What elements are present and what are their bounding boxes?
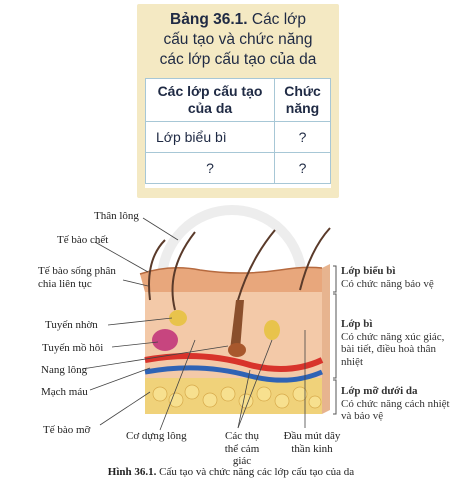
- label-hair-follicle: Nang lông: [41, 364, 88, 376]
- table-cell: ?: [145, 152, 275, 184]
- table-row: ? ?: [145, 152, 331, 184]
- leader-lines: [81, 217, 306, 431]
- label-fat-cells: Tế bào mỡ: [43, 424, 91, 436]
- table-header-function: Chức năng: [274, 78, 331, 122]
- layer-dermis: Lớp bì Có chức năng xúc giác, bài tiết, …: [341, 318, 456, 368]
- info-panel: Bảng 36.1. Các lớp cấu tạo và chức năng …: [137, 4, 339, 198]
- skin-block-side: [322, 264, 330, 414]
- table-row: Lớp biểu bì ?: [145, 121, 331, 153]
- epidermis-layer: [140, 267, 322, 292]
- layer-dermis-desc: Có chức năng xúc giác, bài tiết, điều ho…: [341, 330, 445, 368]
- table-cell: Lớp biểu bì: [145, 121, 275, 153]
- layer-dermis-name: Lớp bì: [341, 318, 373, 330]
- receptor: [264, 320, 280, 340]
- layer-epidermis-name: Lớp biểu bì: [341, 265, 396, 277]
- table-cell: ?: [274, 152, 331, 184]
- sebaceous-gland: [169, 310, 187, 326]
- panel-title-line2: cấu tạo và chức năng: [163, 31, 313, 48]
- panel-title-bold: Bảng 36.1.: [170, 11, 248, 28]
- epidermis-outline: [139, 266, 323, 275]
- table-header-row: Các lớp cấu tạo của da Chức năng: [145, 78, 331, 122]
- layer-epidermis: Lớp biểu bì Có chức năng bảo vệ: [341, 265, 456, 290]
- label-dead-cells: Tế bào chết: [57, 234, 109, 246]
- hair-shafts: [148, 227, 331, 311]
- label-nerve-ending: Đầu mút dây thần kinh: [283, 430, 341, 455]
- skin-illustration: [81, 205, 337, 431]
- label-sweat-gland: Tuyến mồ hôi: [42, 342, 104, 354]
- label-arrector-muscle: Cơ dựng lông: [126, 430, 187, 442]
- layer-hypodermis-desc: Có chức năng cách nhiệt và bảo vệ: [341, 397, 450, 423]
- label-receptors: Các thụ thể cảm giác: [224, 430, 260, 467]
- panel-title: Bảng 36.1. Các lớp cấu tạo và chức năng …: [137, 10, 339, 70]
- fat-cells: [152, 384, 322, 409]
- layer-epidermis-desc: Có chức năng bảo vệ: [341, 277, 434, 290]
- layer-hypodermis: Lớp mỡ dưới da Có chức năng cách nhiệt v…: [341, 385, 456, 423]
- panel-title-rest: Các lớp: [247, 11, 306, 28]
- layers-table: Các lớp cấu tạo của da Chức năng Lớp biể…: [145, 78, 331, 188]
- blue-vessel: [144, 365, 324, 383]
- sweat-gland: [152, 329, 178, 351]
- table-header-layers: Các lớp cấu tạo của da: [145, 78, 275, 122]
- hair-follicle: [230, 300, 244, 350]
- table-cell: ?: [274, 121, 331, 153]
- caption-bold: Hình 36.1.: [107, 466, 157, 478]
- layer-hypodermis-name: Lớp mỡ dưới da: [341, 385, 418, 397]
- caption-text: Cấu tạo và chức năng các lớp cấu tạo của…: [156, 466, 355, 478]
- label-blood-vessel: Mạch máu: [41, 386, 88, 398]
- figure-caption: Hình 36.1. Cấu tạo và chức năng các lớp …: [0, 466, 462, 478]
- label-living-cells: Tế bào sống phân chia liên tục: [38, 265, 116, 290]
- label-hair-shaft: Thân lông: [94, 210, 139, 222]
- red-vessel: [144, 353, 324, 372]
- label-sebaceous-gland: Tuyến nhờn: [45, 319, 98, 331]
- panel-title-line3: các lớp cấu tạo của da: [159, 51, 317, 68]
- hair-bulb: [228, 343, 246, 357]
- layer-brackets: [333, 265, 337, 415]
